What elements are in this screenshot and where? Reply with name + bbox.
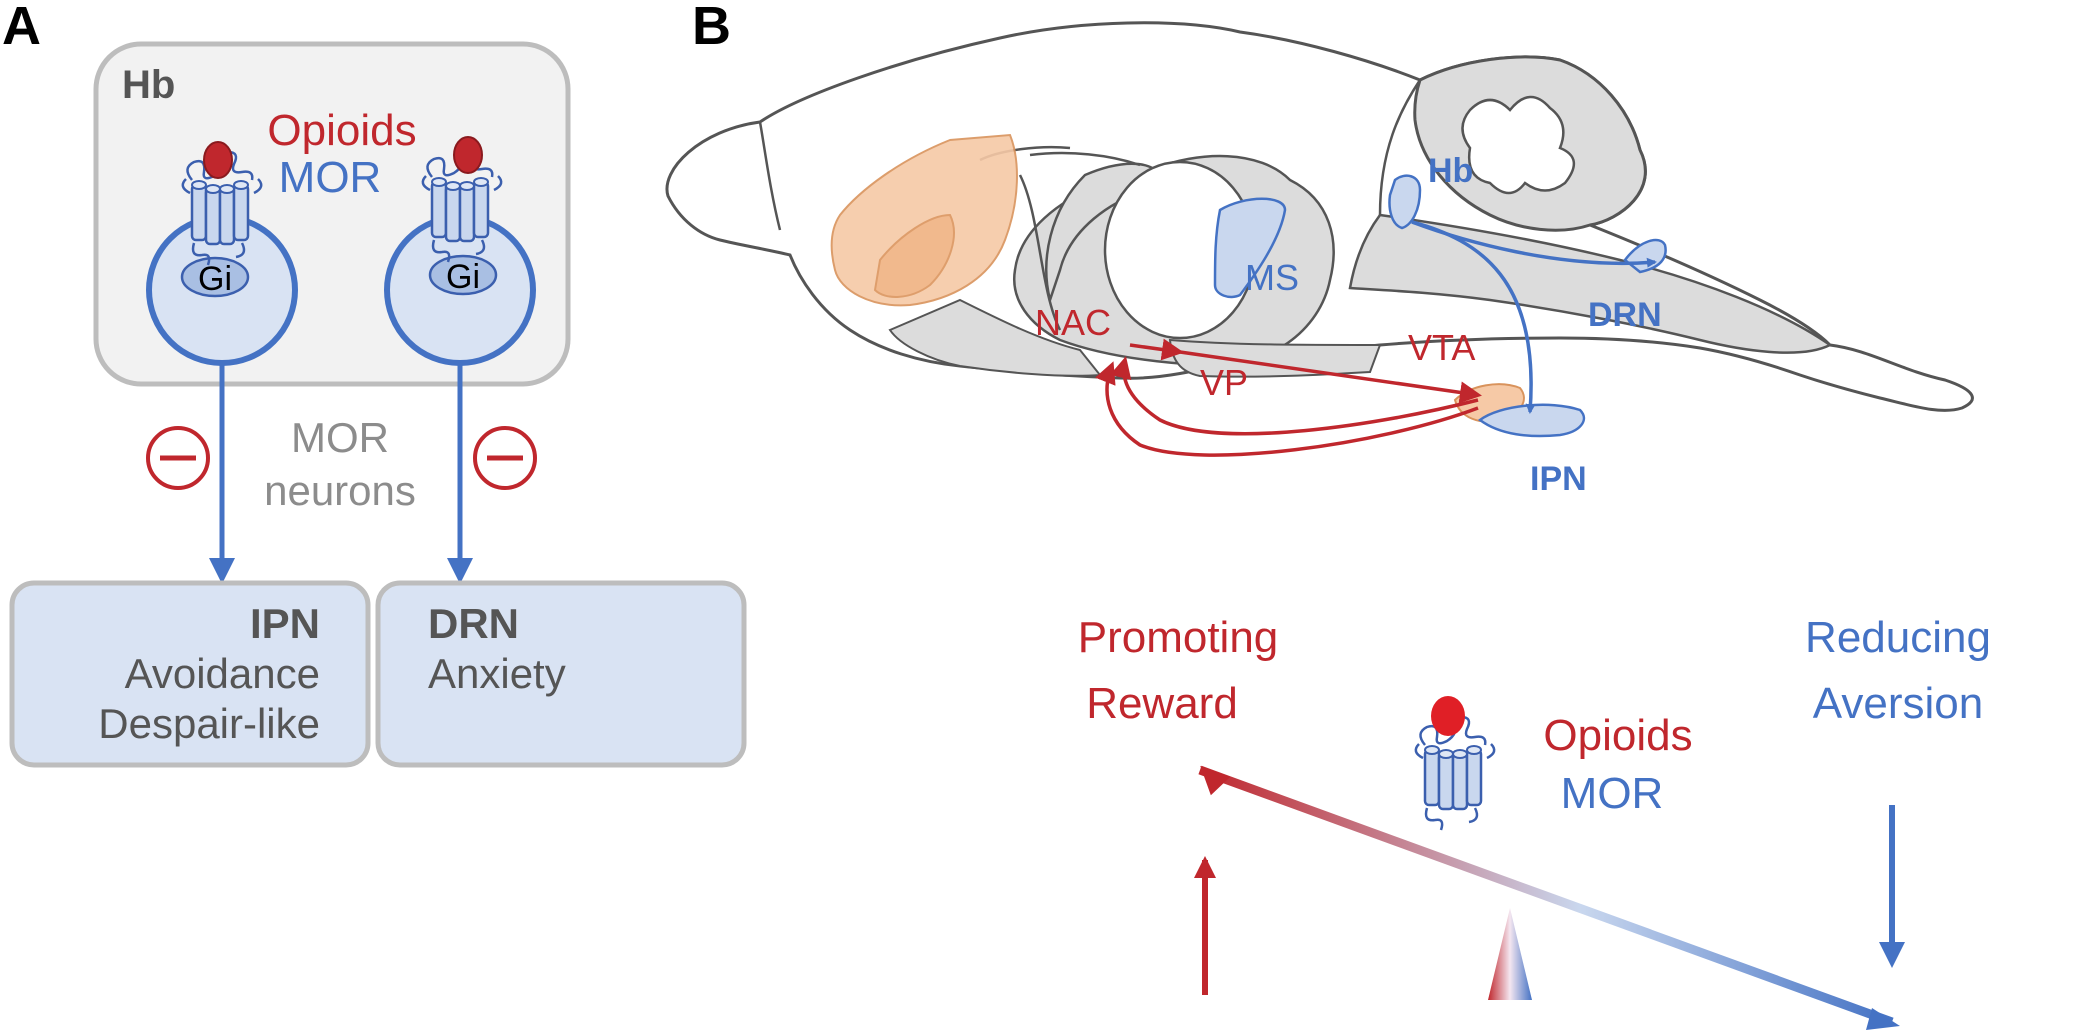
- region-label-hb: Hb: [1428, 152, 1473, 190]
- region-label-vta: VTA: [1408, 327, 1475, 368]
- region-label-vp: VP: [1200, 362, 1248, 403]
- vp-region: [873, 213, 955, 298]
- hb-to-ipn-arrow: [1411, 220, 1536, 414]
- hb-region: [1388, 174, 1422, 230]
- promoting-reward-line1: Promoting: [1078, 613, 1279, 662]
- mouse-brain-sagittal: [665, 21, 1974, 412]
- gi-protein-right: [428, 254, 498, 296]
- gi-label-right: Gi: [446, 258, 480, 296]
- ipn-box-line2: Despair-like: [98, 700, 320, 747]
- drn-box-title: DRN: [428, 600, 519, 647]
- opioid-ligand-left-icon: [203, 141, 233, 179]
- vp-to-vta-arrow: [1179, 350, 1482, 404]
- inhibition-right-icon: [473, 426, 537, 490]
- inhibition-left-icon: [146, 426, 210, 490]
- vta-to-nac-arrow-1: [1109, 356, 1479, 436]
- seesaw-mor-label: MOR: [1561, 769, 1664, 818]
- region-label-ipn: IPN: [1530, 460, 1587, 498]
- seesaw-beam: [1198, 765, 1894, 1027]
- opioid-ligand-right-icon: [453, 136, 483, 174]
- nac-region: [830, 133, 1018, 307]
- region-label-nac: NAC: [1035, 302, 1111, 343]
- panel-a-letter: A: [2, 0, 41, 56]
- seesaw-opioid-ligand-icon: [1431, 696, 1465, 736]
- seesaw-right-arrowhead: [1866, 1008, 1900, 1030]
- mor-label: MOR: [279, 153, 382, 202]
- seesaw-fulcrum: [1488, 908, 1532, 1000]
- nac-to-vp-arrow: [1129, 338, 1184, 361]
- panel-b-letter: B: [692, 0, 731, 56]
- drn-box-line1: Anxiety: [428, 650, 566, 697]
- vta-to-nac-arrow-2: [1095, 361, 1479, 457]
- promoting-reward-line2: Reward: [1086, 679, 1238, 728]
- mor-neurons-line2: neurons: [264, 467, 416, 514]
- reducing-aversion-line1: Reducing: [1805, 613, 1991, 662]
- ipn-region: [1477, 403, 1586, 438]
- ms-region: [1213, 197, 1287, 299]
- ipn-box-line1: Avoidance: [125, 650, 320, 697]
- seesaw-opioids-label: Opioids: [1543, 711, 1692, 760]
- region-label-drn: DRN: [1588, 296, 1662, 334]
- seesaw-left-arrowhead: [1200, 765, 1231, 796]
- drn-target-box: [375, 580, 747, 768]
- ipn-target-box: [9, 580, 371, 768]
- opioids-label: Opioids: [267, 106, 416, 155]
- reducing-aversion-line2: Aversion: [1813, 679, 1983, 728]
- gi-label-left: Gi: [198, 260, 232, 298]
- hb-label: Hb: [122, 63, 175, 107]
- region-label-ms: MS: [1245, 257, 1299, 298]
- ipn-box-title: IPN: [250, 600, 320, 647]
- gi-protein-left: [180, 256, 250, 298]
- mor-neurons-line1: MOR: [291, 414, 389, 461]
